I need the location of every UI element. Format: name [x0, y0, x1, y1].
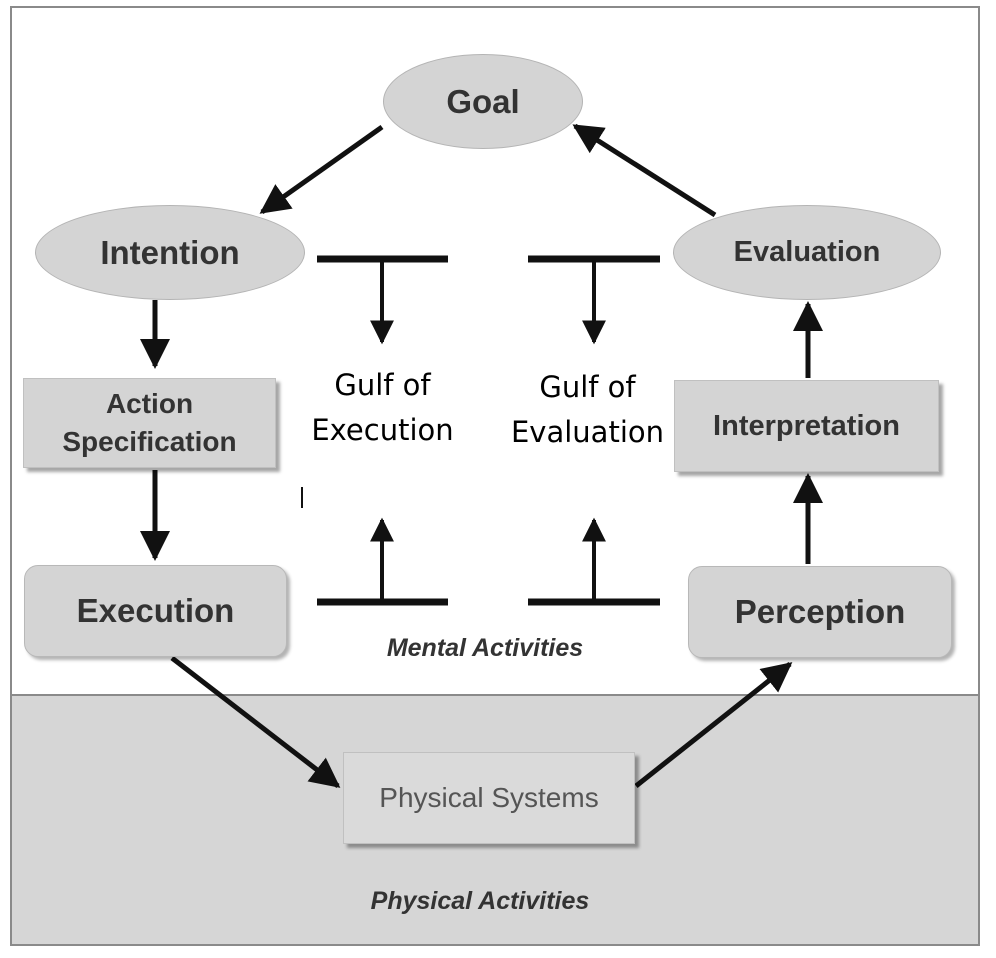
perception-label: Perception: [734, 593, 906, 630]
mental-activities-caption: Mental Activities: [386, 634, 584, 662]
interpretation-node: Interpretation: [674, 380, 939, 472]
action-specification-label: Action Specification: [62, 388, 237, 457]
evaluation-label: Evaluation: [733, 236, 881, 268]
arrow-goal-to-intention: [259, 124, 384, 215]
perception-node: Perception: [688, 566, 952, 658]
physical-systems-label: Physical Systems: [379, 782, 599, 813]
arrow-evaluation-to-goal: [572, 123, 717, 218]
execution-node: Execution: [24, 565, 287, 657]
action-specification-node: Action Specification: [23, 378, 276, 468]
physical-activities-caption: Physical Activities: [370, 887, 590, 915]
goal-node: Goal: [383, 54, 583, 149]
gulf-of-execution-label: Gulf of Execution: [311, 368, 454, 447]
evaluation-node: Evaluation: [673, 205, 941, 300]
goal-label: Goal: [446, 82, 520, 120]
arrow-execution-to-physical: [170, 656, 341, 788]
gulf-of-evaluation-label: Gulf of Evaluation: [510, 370, 664, 449]
intention-node: Intention: [35, 205, 305, 300]
arrow-physical-to-perception: [634, 662, 793, 788]
execution-label: Execution: [76, 592, 235, 629]
physical-systems-node: Physical Systems: [343, 752, 635, 844]
interpretation-label: Interpretation: [713, 409, 900, 442]
intention-label: Intention: [100, 233, 240, 271]
